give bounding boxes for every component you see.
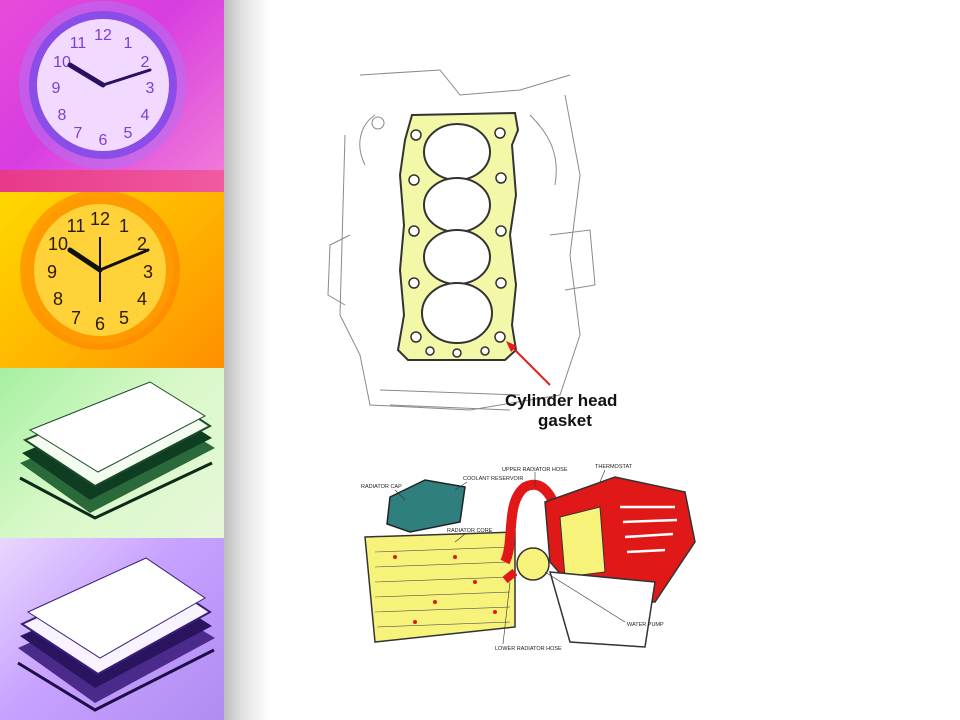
- svg-text:2: 2: [137, 234, 147, 254]
- svg-text:9: 9: [47, 262, 57, 282]
- svg-text:2: 2: [141, 54, 150, 71]
- svg-text:7: 7: [74, 125, 83, 142]
- svg-text:10: 10: [48, 234, 68, 254]
- svg-text:6: 6: [99, 132, 108, 149]
- svg-text:5: 5: [124, 125, 133, 142]
- cylinder-head-gasket-figure: Cylinder head gasket: [320, 55, 640, 440]
- green-papers-image: [0, 368, 224, 538]
- radiator-core-shape: [364, 531, 516, 643]
- lower-radiator-hose-label: LOWER RADIATOR HOSE: [495, 646, 562, 652]
- svg-text:9: 9: [52, 80, 61, 97]
- svg-text:12: 12: [90, 209, 110, 229]
- svg-text:7: 7: [71, 308, 81, 328]
- water-pump-label: WATER PUMP: [627, 622, 664, 628]
- water-pump-shape: [516, 547, 550, 581]
- svg-text:1: 1: [124, 35, 133, 52]
- purple-papers-image: [0, 538, 224, 720]
- svg-text:1: 1: [119, 216, 129, 236]
- svg-text:6: 6: [95, 314, 105, 334]
- svg-text:3: 3: [146, 80, 155, 97]
- radiator-cap-label: RADIATOR CAP: [361, 484, 402, 490]
- gasket-label-line2: gasket: [538, 411, 592, 430]
- coolant-reservoir-label: COOLANT RESERVOIR: [463, 476, 523, 482]
- svg-text:4: 4: [137, 289, 147, 309]
- thermostat-label: THERMOSTAT: [595, 464, 633, 470]
- svg-text:12: 12: [94, 27, 112, 44]
- radiator-core-label: RADIATOR CORE: [447, 528, 493, 534]
- cooling-system-figure: RADIATOR CAP COOLANT RESERVOIR UPPER RAD…: [355, 462, 705, 662]
- svg-text:11: 11: [70, 35, 87, 52]
- svg-text:3: 3: [143, 262, 153, 282]
- svg-text:5: 5: [119, 308, 129, 328]
- svg-text:8: 8: [53, 289, 63, 309]
- color-band: [0, 170, 224, 192]
- strip-shadow: [224, 0, 270, 720]
- svg-text:4: 4: [141, 107, 150, 124]
- svg-text:11: 11: [67, 216, 86, 236]
- upper-radiator-hose-label: UPPER RADIATOR HOSE: [502, 467, 568, 473]
- svg-text:10: 10: [53, 54, 71, 71]
- coolant-reservoir-shape: [386, 479, 466, 533]
- gasket-label-line1: Cylinder head: [505, 391, 617, 410]
- svg-text:8: 8: [58, 107, 67, 124]
